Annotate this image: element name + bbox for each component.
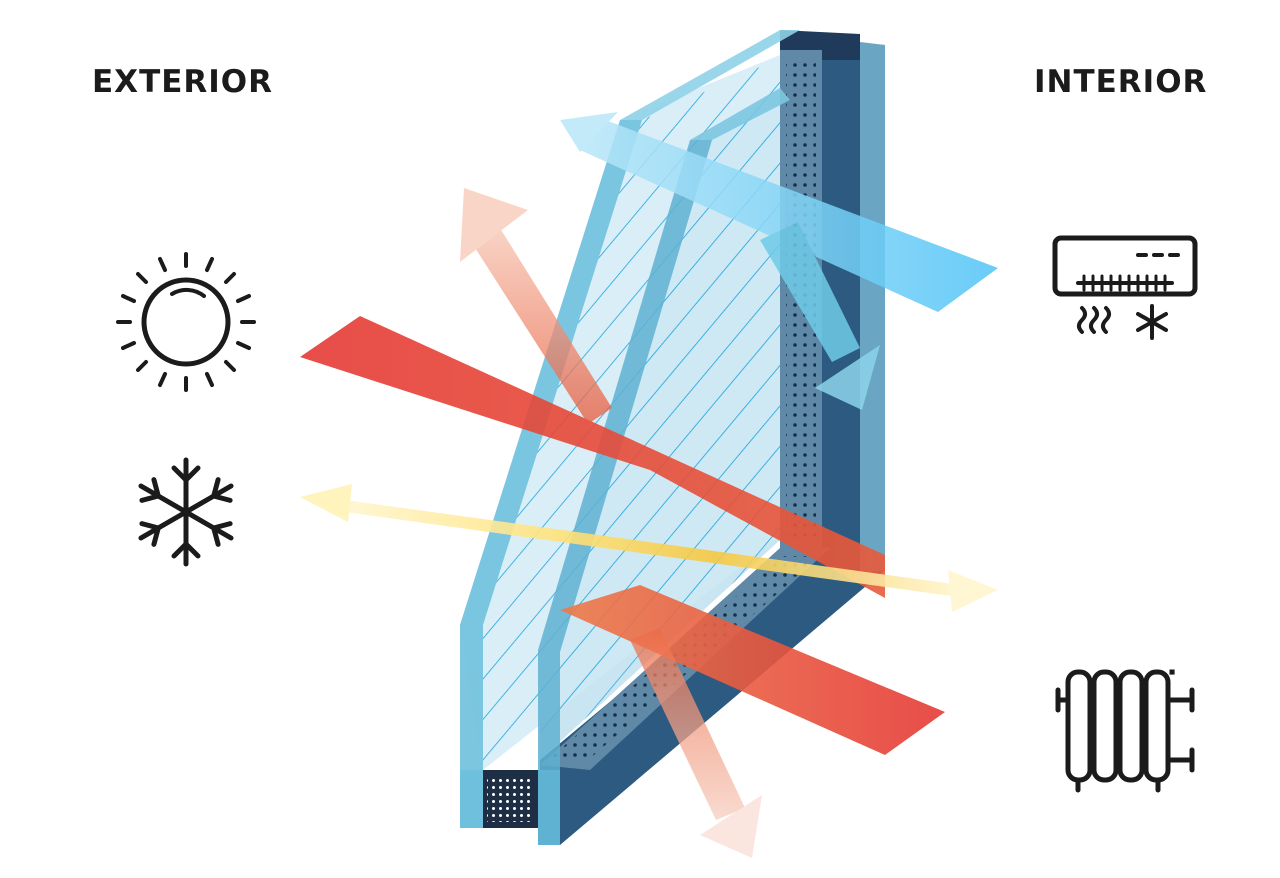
heat-band-lower xyxy=(560,585,945,755)
air-conditioner-icon xyxy=(1052,235,1198,340)
cold-air-arrow xyxy=(560,112,998,410)
light-arrow xyxy=(300,484,998,612)
snowflake-icon xyxy=(138,457,234,567)
reflected-heat-arrow-up xyxy=(460,188,612,424)
sun-icon xyxy=(116,252,256,392)
reflected-heat-arrow-down xyxy=(630,628,762,858)
heat-band-upper xyxy=(300,316,885,598)
radiator-icon xyxy=(1055,669,1195,793)
interior-label: INTERIOR xyxy=(1034,64,1208,100)
outer-pane-edge xyxy=(460,120,642,770)
exterior-label: EXTERIOR xyxy=(92,64,274,100)
unit-right-edge xyxy=(860,42,885,575)
